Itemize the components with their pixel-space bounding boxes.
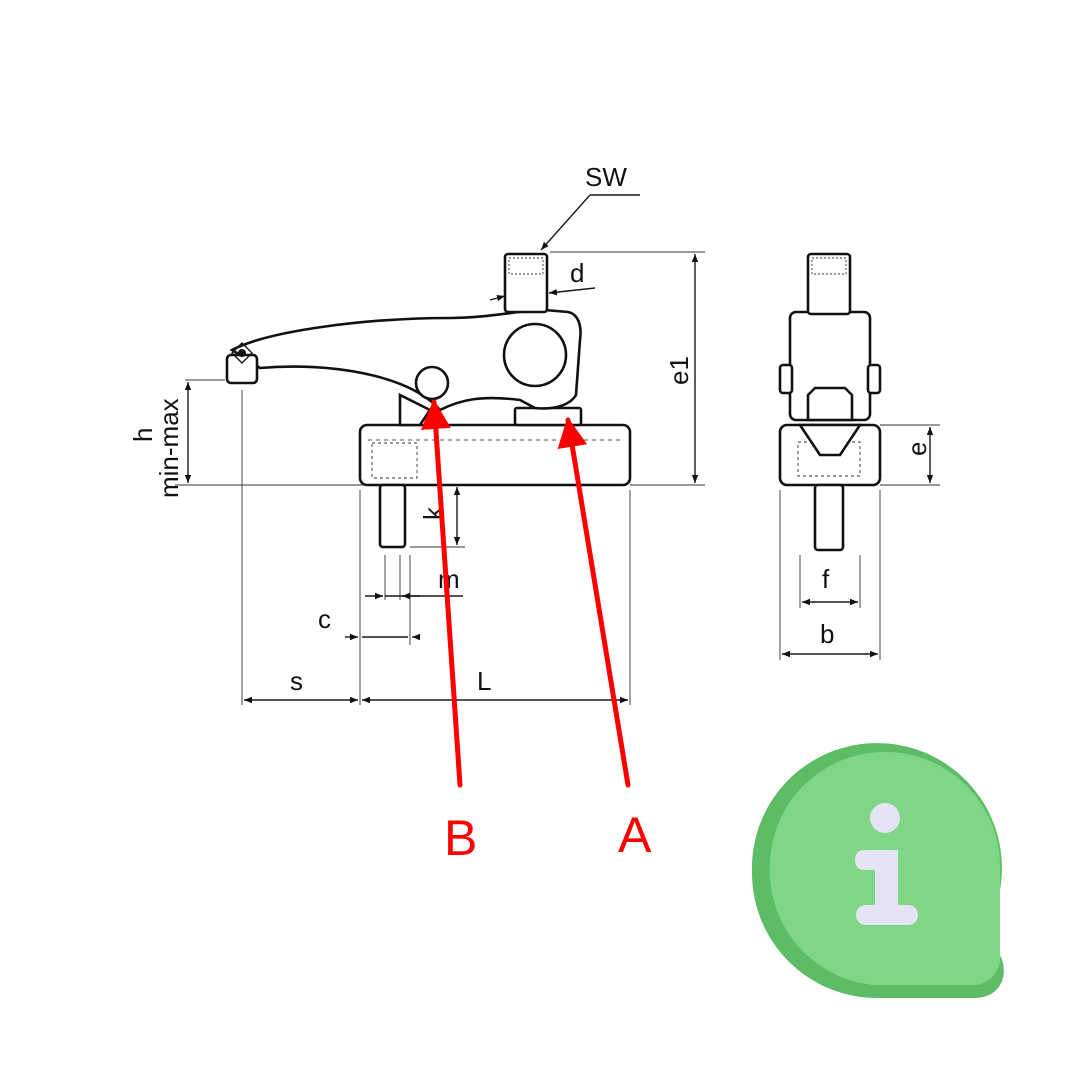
callouts: B A <box>420 399 652 866</box>
dim-label-e1: e1 <box>664 356 694 385</box>
dim-label-h: h <box>128 428 158 442</box>
base-plate <box>358 423 632 487</box>
info-glyph-dot <box>870 803 900 833</box>
dim-label-f: f <box>822 564 830 594</box>
lever-bore <box>502 322 568 388</box>
front-view <box>778 252 882 552</box>
dim-label-c: c <box>318 604 331 634</box>
dim-label-d: d <box>570 258 584 288</box>
info-glyph-stem <box>855 850 918 925</box>
callout-arrow-b <box>420 399 463 788</box>
front-dimension-lines <box>779 424 940 660</box>
dim-label-minmax: min-max <box>154 398 184 498</box>
callout-arrow-a <box>557 417 631 788</box>
front-pin <box>813 483 845 552</box>
locating-pin <box>378 483 407 549</box>
dim-label-s: s <box>290 666 303 696</box>
dim-label-L: L <box>477 666 491 696</box>
swivel-tip <box>225 353 259 385</box>
callout-label-a: A <box>618 807 652 863</box>
dim-label-e: e <box>902 442 932 456</box>
dimension-lines <box>175 194 705 705</box>
pressure-pad <box>513 406 583 427</box>
clamp-lever <box>229 308 582 412</box>
pivot-pin <box>414 365 450 401</box>
dim-label-b: b <box>820 619 834 649</box>
info-bubble-icon[interactable] <box>751 743 1004 999</box>
callout-label-b: B <box>444 810 477 866</box>
dimension-labels: SW d e1 h min-max k m c s L e f b <box>128 162 932 696</box>
front-screw <box>806 252 852 316</box>
side-view <box>225 252 632 549</box>
dim-label-sw: SW <box>585 162 627 192</box>
clamp-screw <box>503 252 549 314</box>
